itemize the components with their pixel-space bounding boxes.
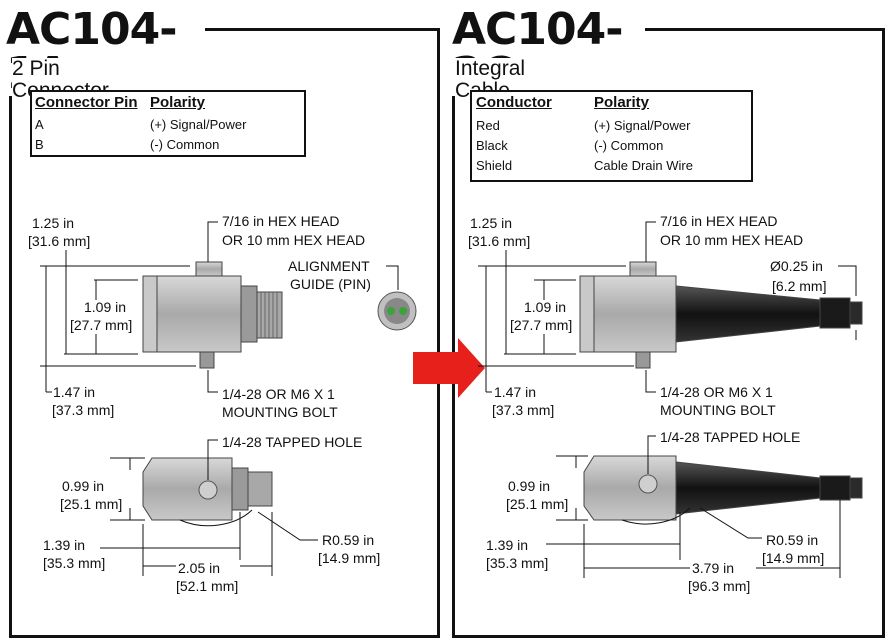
dim-label: 1.09 in bbox=[84, 299, 127, 315]
dim-label: [6.2 mm] bbox=[772, 278, 827, 294]
dim-label: OR 10 mm HEX HEAD bbox=[660, 232, 804, 248]
dim-label: ALIGNMENT bbox=[288, 258, 370, 274]
dim-label: 1/4-28 TAPPED HOLE bbox=[222, 434, 363, 450]
alignment-guide-pin-icon bbox=[377, 291, 417, 331]
dim-label: 2.05 in bbox=[178, 560, 221, 576]
dim-label: [37.3 mm] bbox=[492, 402, 555, 418]
table-cell: Shield bbox=[476, 158, 513, 173]
table-cell: (-) Common bbox=[594, 138, 664, 153]
table-cell: Cable Drain Wire bbox=[594, 158, 693, 173]
dim-label: 1/4-28 TAPPED HOLE bbox=[660, 429, 801, 445]
dim-label: 0.99 in bbox=[508, 478, 551, 494]
dim-label: [37.3 mm] bbox=[52, 402, 115, 418]
dim-label: [27.7 mm] bbox=[70, 317, 133, 333]
left-dimension-lines bbox=[40, 221, 399, 393]
table-header-polarity: Polarity bbox=[594, 94, 650, 111]
left-connector-table: Connector Pin Polarity A (+) Signal/Powe… bbox=[30, 90, 306, 157]
right-sensor-bottom-view bbox=[583, 455, 863, 525]
dim-label: 1.47 in bbox=[53, 384, 96, 400]
right-sensor-side-view bbox=[579, 261, 863, 369]
dim-label: [96.3 mm] bbox=[688, 578, 751, 594]
left-frame bbox=[9, 28, 440, 638]
table-cell: (-) Common bbox=[150, 137, 220, 152]
dim-label: 1.39 in bbox=[486, 537, 529, 553]
dim-label: R0.59 in bbox=[322, 532, 375, 548]
table-cell: B bbox=[35, 137, 44, 152]
dim-label: [52.1 mm] bbox=[176, 578, 239, 594]
table-cell: Red bbox=[476, 118, 500, 133]
dim-label: 1.25 in bbox=[470, 215, 513, 231]
dim-label: 1/4-28 OR M6 X 1 bbox=[660, 384, 773, 400]
dim-label: 1.25 in bbox=[32, 215, 75, 231]
dim-label: [14.9 mm] bbox=[762, 550, 825, 566]
right-frame-top bbox=[645, 28, 885, 31]
dim-label: [25.1 mm] bbox=[60, 496, 123, 512]
dim-label: [27.7 mm] bbox=[510, 317, 573, 333]
dim-label: 1.47 in bbox=[494, 384, 537, 400]
table-cell: (+) Signal/Power bbox=[150, 117, 247, 132]
dim-label: [31.6 mm] bbox=[28, 233, 91, 249]
dim-label: 3.79 in bbox=[692, 560, 735, 576]
right-frame bbox=[452, 28, 885, 638]
table-header-connector-pin: Connector Pin bbox=[35, 94, 138, 111]
dim-label: [35.3 mm] bbox=[486, 555, 549, 571]
right-conductor-table: Conductor Polarity Red (+) Signal/Power … bbox=[470, 90, 753, 182]
dim-label: MOUNTING BOLT bbox=[660, 402, 776, 418]
dim-label: Ø0.25 in bbox=[770, 258, 823, 274]
dim-label: [14.9 mm] bbox=[318, 550, 381, 566]
dim-label: [25.1 mm] bbox=[506, 496, 569, 512]
dim-label: R0.59 in bbox=[766, 532, 819, 548]
right-dimension-lines bbox=[478, 221, 857, 393]
table-cell: Black bbox=[476, 138, 508, 153]
left-bottom-dimension-lines bbox=[100, 439, 318, 576]
left-frame-top bbox=[205, 28, 440, 31]
dim-label: OR 10 mm HEX HEAD bbox=[222, 232, 366, 248]
right-bottom-dimension-lines bbox=[546, 435, 841, 578]
dim-label: GUIDE (PIN) bbox=[290, 276, 371, 292]
dim-label: 7/16 in HEX HEAD bbox=[222, 213, 340, 229]
table-cell: A bbox=[35, 117, 44, 132]
dim-label: [31.6 mm] bbox=[468, 233, 531, 249]
dim-label: MOUNTING BOLT bbox=[222, 404, 338, 420]
transition-arrow-icon bbox=[413, 338, 485, 398]
left-sensor-side-view bbox=[142, 261, 283, 369]
dim-label: 1.09 in bbox=[524, 299, 567, 315]
table-header-polarity: Polarity bbox=[150, 94, 206, 111]
dim-label: [35.3 mm] bbox=[43, 555, 106, 571]
dim-label: 1.39 in bbox=[43, 537, 86, 553]
table-header-conductor: Conductor bbox=[476, 94, 552, 111]
table-cell: (+) Signal/Power bbox=[594, 118, 691, 133]
dim-label: 1/4-28 OR M6 X 1 bbox=[222, 386, 335, 402]
dim-label: 7/16 in HEX HEAD bbox=[660, 213, 778, 229]
dim-label: 0.99 in bbox=[62, 478, 105, 494]
left-sensor-bottom-view bbox=[142, 457, 273, 527]
